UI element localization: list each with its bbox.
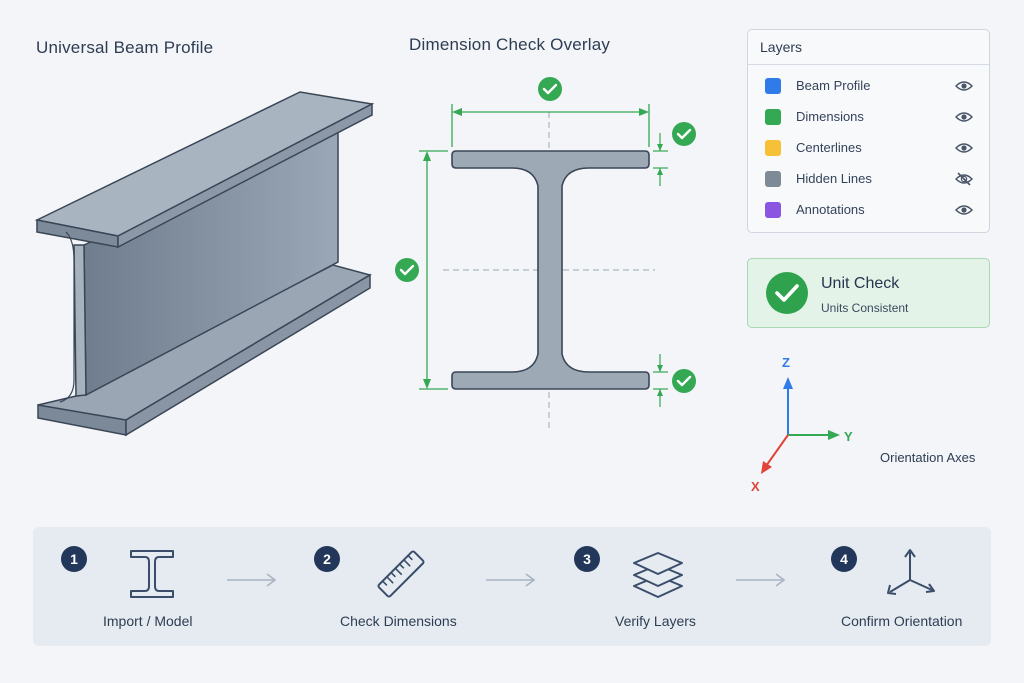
axes-icon[interactable] (884, 546, 938, 600)
step-1-badge: 1 (61, 546, 87, 572)
arrow-right-icon (736, 573, 786, 587)
top-flange-check-icon (672, 122, 696, 146)
layer-row-beam-profile[interactable]: Beam Profile (748, 75, 989, 99)
i-beam-icon[interactable] (128, 548, 176, 600)
eye-icon[interactable] (955, 203, 973, 217)
eye-icon[interactable] (955, 79, 973, 93)
layer-label: Centerlines (796, 140, 862, 155)
ruler-icon[interactable] (374, 547, 428, 601)
workflow-bar (33, 527, 991, 646)
dimension-overlay[interactable] (395, 70, 715, 440)
layers-panel-title: Layers (748, 30, 989, 65)
layer-label: Annotations (796, 202, 865, 217)
beam-top-flange-side (117, 102, 373, 249)
bottom-flange-check-icon (672, 369, 696, 393)
layers-icon[interactable] (630, 546, 686, 602)
layer-color-swatch (765, 78, 781, 94)
layer-color-swatch (765, 202, 781, 218)
arrow-right-icon (486, 573, 536, 587)
layer-label: Dimensions (796, 109, 864, 124)
layer-row-hidden-lines[interactable]: Hidden Lines (748, 168, 989, 192)
x-axis (765, 434, 789, 467)
eye-off-icon[interactable] (955, 172, 973, 186)
layer-row-centerlines[interactable]: Centerlines (748, 137, 989, 161)
beam-web-end (73, 244, 87, 397)
beam-end-fillet (59, 231, 75, 403)
step-2-badge: 2 (314, 546, 340, 572)
arrow-right-icon (227, 573, 277, 587)
beam-3d-view[interactable] (30, 85, 380, 445)
y-axis-label: Y (844, 429, 853, 444)
height-check-icon (395, 258, 419, 282)
layer-row-dimensions[interactable]: Dimensions (748, 106, 989, 130)
step-3-badge: 3 (574, 546, 600, 572)
orientation-axes-widget[interactable] (750, 370, 860, 480)
beam-view-title: Universal Beam Profile (36, 38, 214, 57)
layer-color-swatch (765, 140, 781, 156)
layer-color-swatch (765, 171, 781, 187)
i-section-profile (451, 150, 650, 390)
layer-row-annotations[interactable]: Annotations (748, 199, 989, 223)
step-2-label[interactable]: Check Dimensions (340, 613, 457, 629)
z-axis-label: Z (782, 355, 790, 370)
overlay-title: Dimension Check Overlay (409, 35, 611, 54)
step-1-label[interactable]: Import / Model (103, 613, 193, 629)
orientation-caption: Orientation Axes (880, 450, 976, 465)
beam-bottom-flange-side (125, 273, 371, 437)
step-4-badge: 4 (831, 546, 857, 572)
layer-label: Beam Profile (796, 78, 871, 93)
width-check-icon (538, 77, 562, 101)
unit-check-card: Unit Check Units Consistent (747, 258, 990, 328)
unit-check-title: Unit Check (821, 275, 900, 292)
x-axis-label: X (751, 479, 760, 494)
layer-color-swatch (765, 109, 781, 125)
layers-panel: Layers Beam Profile Dimensions Centerlin… (747, 29, 990, 233)
check-circle-icon (766, 272, 808, 314)
layer-label: Hidden Lines (796, 171, 872, 186)
step-3-label[interactable]: Verify Layers (615, 613, 696, 629)
eye-icon[interactable] (955, 141, 973, 155)
eye-icon[interactable] (955, 110, 973, 124)
step-4-label[interactable]: Confirm Orientation (841, 613, 963, 629)
unit-check-status: Units Consistent (821, 301, 909, 315)
